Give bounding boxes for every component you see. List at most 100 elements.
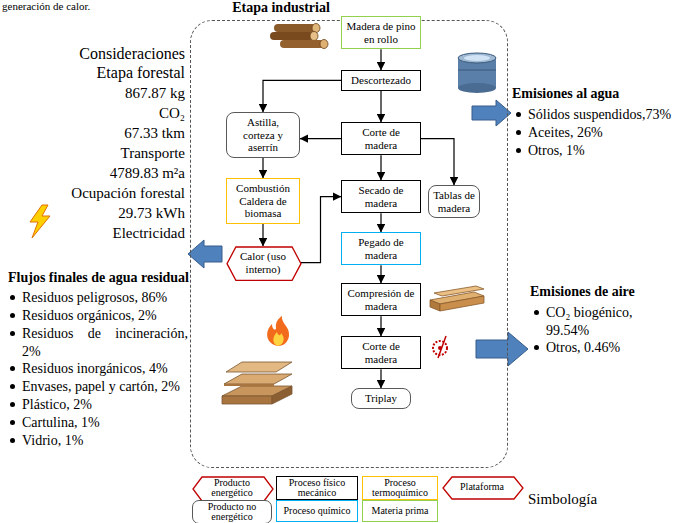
- legend-symbol: Proceso termoquímico: [362, 476, 438, 500]
- bullet-item: Aceites, 26%: [512, 124, 672, 142]
- note-label: 29.73 kWh: [45, 204, 185, 224]
- note-label: 67.33 tkm: [45, 124, 185, 144]
- hexagon-shape: [227, 247, 301, 280]
- legend-symbol: Proceso físico mecánico: [276, 476, 358, 500]
- legend-symbol: Producto no energético: [192, 500, 272, 523]
- thermochemical-box: Combustión Caldera de biomasa: [226, 178, 300, 224]
- label-text: Electricidad: [113, 225, 185, 241]
- legend-symbol: Proceso químico: [276, 500, 358, 522]
- label-text: Ocupación forestal: [71, 185, 185, 201]
- bullet-item: Residuos orgánicos, 2%: [6, 307, 188, 325]
- bullet-dot: [10, 420, 15, 425]
- legend-text: Producto energético: [202, 478, 262, 498]
- label-text: Otros, 0.46%: [546, 340, 620, 355]
- legend-text: Materia prima: [372, 506, 429, 516]
- region-heading: Etapa industrial: [221, 0, 341, 16]
- flow-connector: [300, 138, 341, 139]
- raw-material-box: Madera de pino en rollo: [341, 16, 421, 49]
- bullet-dot: [516, 148, 521, 153]
- bullet-dot: [10, 366, 15, 371]
- bullet-item: Otros, 0.46%: [530, 339, 652, 357]
- note-label: Electricidad: [45, 224, 185, 244]
- legend-text: Proceso físico mecánico: [281, 478, 353, 498]
- node-text: Corte de madera: [346, 340, 416, 365]
- bullet-dot: [534, 345, 539, 350]
- fire-icon: [267, 316, 289, 346]
- node-text: Madera de pino en rollo: [346, 20, 416, 45]
- node-text: Combustión Caldera de biomasa: [231, 182, 295, 220]
- note-label: CO₂: [45, 104, 185, 124]
- plywood-icon: [222, 362, 292, 404]
- bullet-item: Otros, 1%: [512, 142, 672, 160]
- product-box: Astilla, corteza y aserrín: [226, 112, 300, 158]
- water-drum-icon: [458, 53, 496, 93]
- node-text: Astilla, corteza y aserrín: [231, 116, 295, 154]
- process-box: Corte de madera: [341, 336, 421, 369]
- legend-text: Plataforma: [460, 482, 504, 492]
- node-text: Pegado de madera: [346, 236, 416, 261]
- flow-connector: [380, 91, 381, 122]
- chemical-process-box: Pegado de madera: [341, 232, 421, 265]
- bullet-dot: [10, 295, 15, 300]
- label-text: Otros, 1%: [528, 143, 585, 158]
- bullet-item: Vidrio, 1%: [6, 432, 188, 450]
- legend-symbol: Producto energético: [192, 476, 272, 500]
- label-text: Consideraciones Etapa forestal: [79, 45, 185, 81]
- process-box: Compresión de madera: [341, 283, 421, 316]
- label-text: 867.87 kg: [125, 85, 185, 101]
- label-text: Transporte: [121, 145, 185, 161]
- section-heading: Flujos finales de agua residual: [8, 270, 222, 287]
- bullet-item: Cartulina, 1%: [6, 414, 188, 432]
- flow-connector: [380, 49, 381, 70]
- flow-arrow: [476, 332, 528, 366]
- bullet-item: CO₂ biogénico, 99.54%: [530, 304, 652, 339]
- node-text: Compresión de madera: [346, 287, 416, 312]
- node-text: Triplay: [365, 392, 397, 405]
- note-label: Transporte: [45, 144, 185, 164]
- label-text: generación de calor.: [2, 0, 90, 12]
- label-text: 4789.83 m²a: [110, 165, 185, 181]
- label-text: Residuos de incineración, 2%: [22, 326, 188, 359]
- label-text: Residuos peligrosos, 86%: [22, 290, 167, 305]
- bullet-item: Residuos de incineración, 2%: [6, 325, 188, 360]
- label-text: CO₂: [159, 105, 185, 121]
- node-text: Calor (uso interno): [237, 250, 289, 275]
- section-heading: Emisiones al agua: [512, 86, 672, 103]
- saw-icon: [433, 336, 447, 358]
- product-box: Tablas de madera: [428, 185, 480, 218]
- section-heading: Emisiones de aire: [530, 284, 670, 301]
- lightning-icon: [30, 205, 50, 238]
- label-text: CO₂ biogénico, 99.54%: [546, 305, 633, 338]
- process-box: Secado de madera: [341, 180, 421, 213]
- stage-region: Etapa industrialMadera de pino en rolloD…: [190, 20, 508, 468]
- bullet-dot: [10, 402, 15, 407]
- bullet-item: Sólidos suspendidos,73%: [512, 106, 672, 124]
- bullet-item: Residuos inorgánicos, 4%: [6, 360, 188, 378]
- bullet-dot: [10, 331, 15, 336]
- flow-connector: [300, 197, 341, 263]
- node-text: Tablas de madera: [433, 189, 475, 214]
- note-label: generación de calor.: [2, 0, 142, 13]
- flow-connector: [380, 155, 381, 180]
- note-label: Simbología: [528, 490, 618, 508]
- flow-connector: [380, 369, 381, 388]
- label-text: Residuos inorgánicos, 4%: [22, 361, 168, 376]
- hexagon-shape: [443, 477, 523, 499]
- bullet-dot: [516, 130, 521, 135]
- product-box: Triplay: [351, 388, 411, 409]
- hexagon-shape: [193, 477, 273, 501]
- legend-symbol: Plataforma: [442, 476, 522, 498]
- note-label: Ocupación forestal: [45, 184, 185, 204]
- bullet-dot: [10, 384, 15, 389]
- note-label: 867.87 kg: [45, 84, 185, 104]
- flow-connector: [380, 265, 381, 283]
- legend-text: Proceso termoquímico: [367, 478, 433, 498]
- label-text: Emisiones de aire: [530, 284, 635, 299]
- bullet-dot: [534, 310, 539, 315]
- note-label: 4789.83 m²a: [45, 164, 185, 184]
- process-box: Corte de madera: [341, 122, 421, 155]
- flow-connector: [380, 316, 381, 336]
- node-text: Descortezado: [351, 74, 411, 87]
- bullet-item: Envases, papel y cartón, 2%: [6, 378, 188, 396]
